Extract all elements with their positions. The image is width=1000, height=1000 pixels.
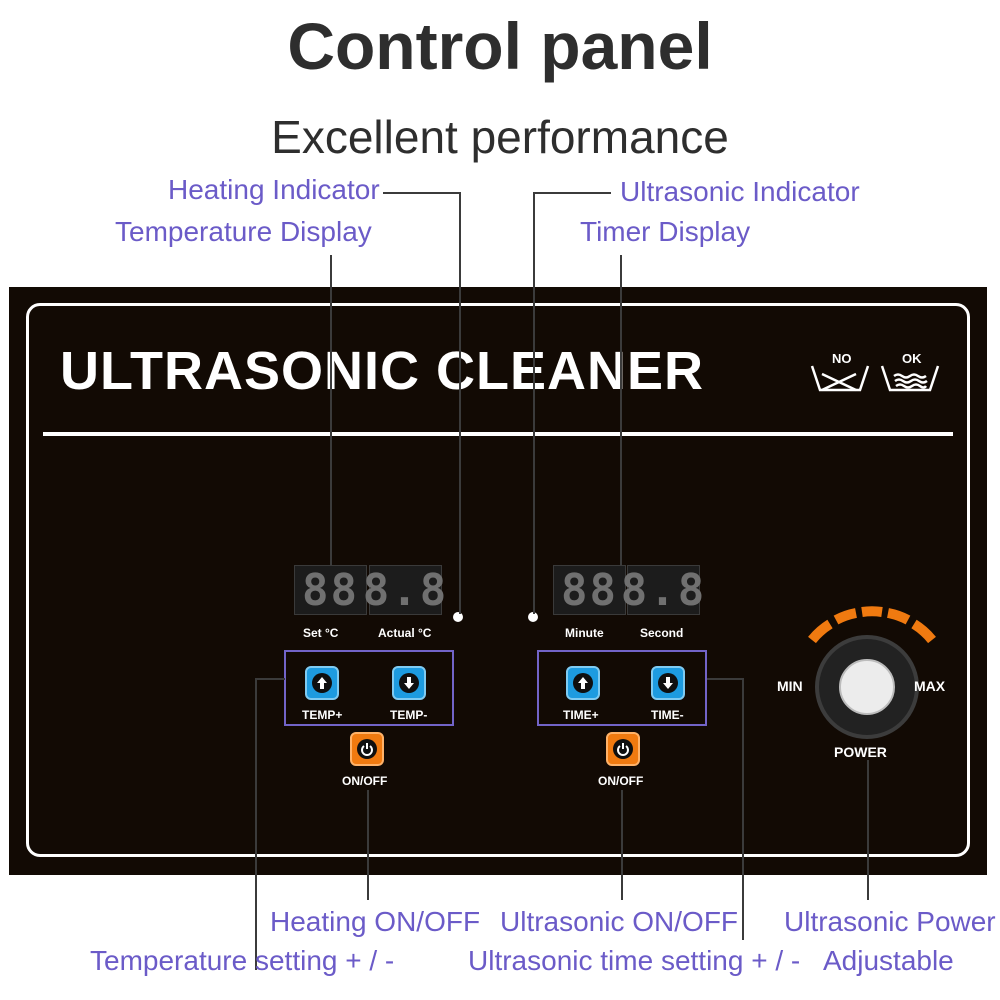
heating-indicator-led [453,612,463,622]
callout-heating-indicator: Heating Indicator [168,174,380,205]
ultrasonic-power-button[interactable] [606,732,640,766]
arrow-up-icon [317,677,327,689]
no-label: NO [832,351,852,366]
label-minute: Minute [565,626,604,640]
leader-temp-setting-h [255,678,285,680]
power-knob-cap [839,659,895,715]
panel-border [26,303,970,857]
callout-ultrasonic-power-adjustable: Adjustable [823,945,954,976]
temperature-set-digits: 88 [302,564,359,616]
page-title: Control panel [287,9,713,83]
callout-ultrasonic-indicator: Ultrasonic Indicator [620,176,860,207]
panel-title: ULTRASONIC CLEANER [60,341,704,401]
time-plus-label: TIME+ [563,708,599,722]
callout-temperature-setting: Temperature setting + / - [90,945,395,976]
callout-timer-display: Timer Display [580,216,751,247]
temperature-set-display: 88 [294,564,367,616]
time-plus-button[interactable] [566,666,600,700]
leader-heating-indicator-v [459,192,461,614]
page-subtitle: Excellent performance [271,111,729,163]
leader-ultrasonic-indicator-h [533,192,611,194]
temp-plus-label: TEMP+ [302,708,343,722]
temp-minus-label: TEMP- [390,708,428,722]
callout-ultrasonic-onoff: Ultrasonic ON/OFF [500,906,739,937]
leader-heating-indicator-h [383,192,461,194]
timer-second-display: 8.8 [620,564,707,616]
power-icon [361,743,373,756]
callout-ultrasonic-power: Ultrasonic Power [784,906,996,937]
temperature-actual-display: 8.8 [362,564,449,616]
label-second: Second [640,626,684,640]
leader-ultrasonic-indicator-v [533,192,535,614]
callout-temperature-display: Temperature Display [115,216,372,247]
control-panel [9,287,987,875]
power-dial [808,606,936,644]
leader-time-setting-h [707,678,743,680]
label-actual: Actual °C [378,626,432,640]
arrow-up-icon [578,677,588,689]
power-icon [617,743,629,756]
no-wash-icon [810,365,870,392]
timer-button-group [537,650,707,726]
temperature-button-group [284,650,454,726]
temp-plus-button[interactable] [305,666,339,700]
ok-wash-icon [880,365,940,392]
arrow-down-icon [404,677,414,689]
time-minus-label: TIME- [651,708,684,722]
label-set: Set °C [303,626,339,640]
leader-time-setting-v [742,678,744,940]
ok-label: OK [902,351,922,366]
time-minus-button[interactable] [651,666,685,700]
ultrasonic-onoff-label: ON/OFF [598,774,644,788]
knob-power-label: POWER [834,744,887,760]
panel-divider [43,432,953,436]
leader-temp-setting-v [255,678,257,970]
leader-temperature-display [330,255,332,565]
temp-minus-button[interactable] [392,666,426,700]
power-scale-arc [808,606,936,644]
wash-icons: NO OK [810,351,940,392]
timer-minute-display: 88 [553,564,626,616]
leader-power [867,760,869,900]
ultrasonic-indicator-led [528,612,538,622]
callout-heating-onoff: Heating ON/OFF [270,906,481,937]
leader-timer-display [620,255,622,565]
knob-max-label: MAX [914,678,946,694]
leader-ultrasonic-onoff [621,790,623,900]
arrow-down-icon [663,677,673,689]
heating-power-button[interactable] [350,732,384,766]
timer-second-digits: 8.8 [620,564,707,616]
temperature-actual-digits: 8.8 [362,564,449,616]
heating-onoff-label: ON/OFF [342,774,388,788]
timer-minute-digits: 88 [561,564,618,616]
leader-heating-onoff [367,790,369,900]
callout-ultrasonic-time-setting: Ultrasonic time setting + / - [468,945,801,976]
knob-min-label: MIN [777,678,803,694]
